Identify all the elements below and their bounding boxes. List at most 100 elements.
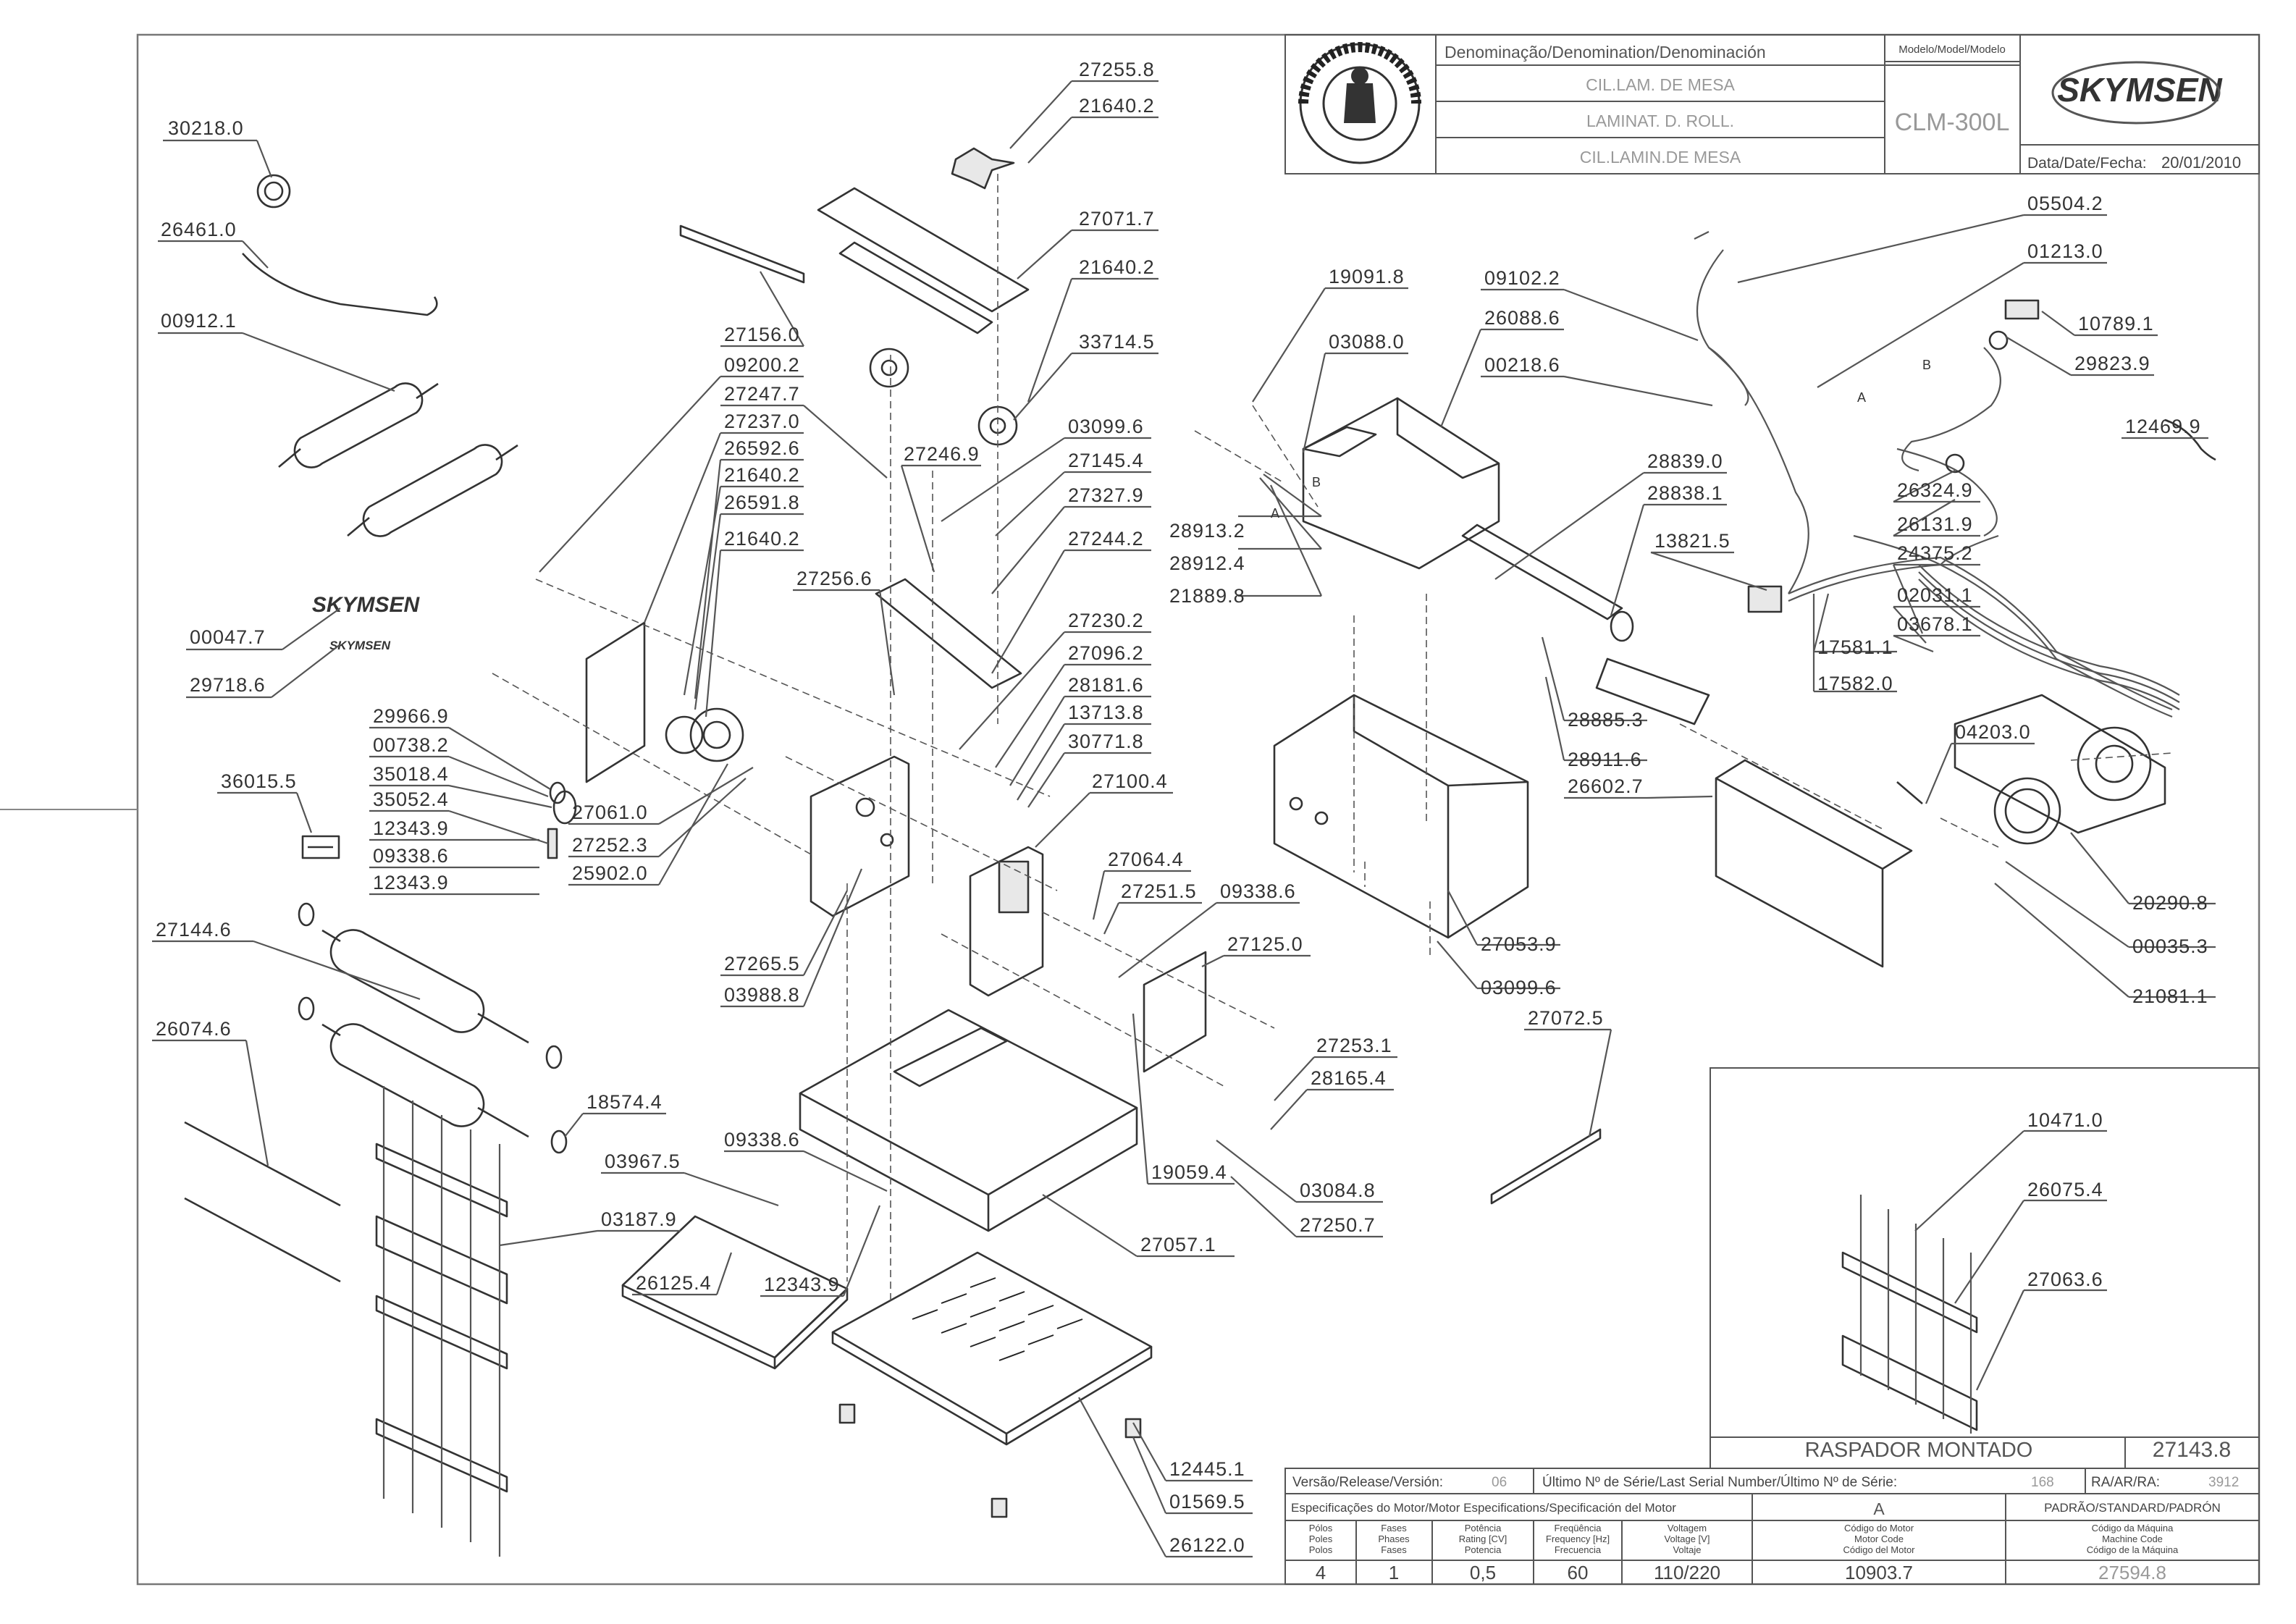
part-label: 12469.9: [2125, 416, 2201, 437]
rating-value: 0,5: [1470, 1562, 1496, 1583]
part-label: 27125.0: [1227, 933, 1303, 955]
part-label: 03988.8: [724, 984, 800, 1006]
part-label: 00035.3: [2132, 935, 2208, 957]
motor-code-value: 10903.7: [1845, 1562, 1913, 1583]
machine-code-value: 27594.8: [2098, 1562, 2166, 1583]
ra-label: RA/AR/RA:: [2091, 1475, 2160, 1490]
phases-label-pt: Fases: [1381, 1523, 1407, 1533]
part-label: 19059.4: [1151, 1161, 1227, 1183]
machine-code-label-en: Machine Code: [2102, 1533, 2163, 1544]
part-number-labels: 30218.0 26461.0 00912.1 00047.7 29718.6 …: [156, 59, 2208, 1556]
part-label: 27145.4: [1068, 450, 1144, 471]
part-label: 27230.2: [1068, 610, 1144, 631]
shaft-marker-a: A: [1271, 506, 1280, 521]
frequency-label-pt: Freqüência: [1554, 1523, 1602, 1533]
date-value: 20/01/2010: [2161, 153, 2241, 172]
part-label: 09338.6: [1220, 880, 1296, 902]
part-label: 18574.4: [586, 1091, 663, 1113]
part-label: 27247.7: [724, 383, 800, 405]
part-label: 00912.1: [161, 310, 237, 332]
part-label: 09338.6: [724, 1129, 800, 1150]
part-label: 12343.9: [764, 1274, 840, 1295]
part-label: 21640.2: [724, 464, 800, 486]
part-label: 09200.2: [724, 354, 800, 376]
voltage-label-es: Voltaje: [1673, 1544, 1701, 1555]
part-label: 02031.1: [1897, 584, 1973, 606]
motor-code-label-es: Código del Motor: [1843, 1544, 1916, 1555]
part-label: 26074.6: [156, 1018, 232, 1040]
voltage-value: 110/220: [1654, 1562, 1720, 1583]
motor-code-label-pt: Código do Motor: [1844, 1523, 1914, 1533]
part-label: 27255.8: [1079, 59, 1155, 80]
part-label: 27256.6: [796, 568, 872, 589]
part-label: 27064.4: [1108, 849, 1184, 870]
voltage-label-en: Voltage [V]: [1665, 1533, 1710, 1544]
part-label: 26592.6: [724, 437, 800, 459]
part-label: 27061.0: [572, 802, 648, 823]
motor-variant: A: [1873, 1499, 1885, 1518]
part-label: 05504.2: [2027, 193, 2103, 214]
part-label: 27096.2: [1068, 642, 1144, 664]
part-label: 27252.3: [572, 834, 648, 856]
part-label: 13713.8: [1068, 702, 1144, 723]
phases-label-en: Phases: [1378, 1533, 1410, 1544]
parts-geometry: [184, 147, 2216, 1557]
authorized-service-seal: [1298, 42, 1421, 164]
shaft-marker-b: B: [1312, 475, 1321, 489]
part-label: 03084.8: [1300, 1179, 1376, 1201]
part-label: 29966.9: [373, 705, 449, 727]
rating-label-pt: Potência: [1465, 1523, 1502, 1533]
serial-value: 168: [2031, 1475, 2054, 1490]
part-label: 03187.9: [601, 1208, 677, 1230]
part-label: 30771.8: [1068, 731, 1144, 752]
part-label: 27071.7: [1079, 208, 1155, 230]
part-label: 28165.4: [1311, 1067, 1387, 1089]
part-label: 01569.5: [1169, 1491, 1245, 1512]
specs-table: [1284, 1468, 2260, 1585]
scraper-assembly-inset: [1710, 1067, 2260, 1469]
part-label: 27250.7: [1300, 1214, 1376, 1236]
part-label: 21640.2: [1079, 95, 1155, 117]
part-label: 00218.6: [1484, 354, 1560, 376]
wire-marker-b: B: [1922, 358, 1932, 372]
poles-label-es: Polos: [1309, 1544, 1333, 1555]
brand-badge-small: SKYMSEN: [329, 639, 391, 652]
motor-code-label-en: Motor Code: [1854, 1533, 1904, 1544]
voltage-label-pt: Voltagem: [1668, 1523, 1707, 1533]
part-label: 28911.6: [1568, 749, 1642, 770]
part-label: 25902.0: [572, 862, 648, 884]
part-label: 12343.9: [373, 817, 449, 839]
denomination-header: Denominação/Denomination/Denominación: [1445, 43, 1766, 62]
part-label: 27100.4: [1092, 770, 1168, 792]
brand-logo: SKYMSEN: [2057, 71, 2222, 109]
part-label: 27253.1: [1316, 1035, 1392, 1056]
part-label: 21889.8: [1169, 585, 1245, 607]
part-label: 28885.3: [1568, 709, 1644, 731]
inset-label-0: 10471.0: [2027, 1109, 2103, 1131]
part-label: 26088.6: [1484, 307, 1560, 329]
rating-label-es: Potencia: [1465, 1544, 1502, 1555]
name-es: CIL.LAMIN.DE MESA: [1580, 148, 1741, 167]
part-label: 27327.9: [1068, 484, 1144, 506]
inset-code: 27143.8: [2153, 1438, 2231, 1462]
part-label: 03678.1: [1897, 613, 1973, 635]
part-label: 21640.2: [1079, 256, 1155, 278]
brand-badge-large: SKYMSEN: [312, 593, 421, 617]
part-label: 10789.1: [2078, 313, 2154, 335]
part-label: 00738.2: [373, 734, 449, 756]
motor-spec-columns: Pólos Poles Polos 4 Fases Phases Fases 1…: [1309, 1523, 2179, 1583]
part-label: 27265.5: [724, 953, 800, 975]
part-label: 27144.6: [156, 919, 232, 941]
part-label: 19091.8: [1329, 266, 1405, 287]
brand-swoosh: [2051, 61, 2221, 125]
part-label: 35018.4: [373, 763, 449, 785]
part-label: 27237.0: [724, 411, 800, 432]
phases-value: 1: [1389, 1562, 1399, 1583]
part-label: 12343.9: [373, 872, 449, 893]
part-label: 35052.4: [373, 788, 449, 810]
part-label: 30218.0: [168, 117, 244, 139]
part-label: 27156.0: [724, 324, 800, 345]
poles-label-pt: Pólos: [1309, 1523, 1333, 1533]
part-label: 21081.1: [2132, 985, 2208, 1007]
